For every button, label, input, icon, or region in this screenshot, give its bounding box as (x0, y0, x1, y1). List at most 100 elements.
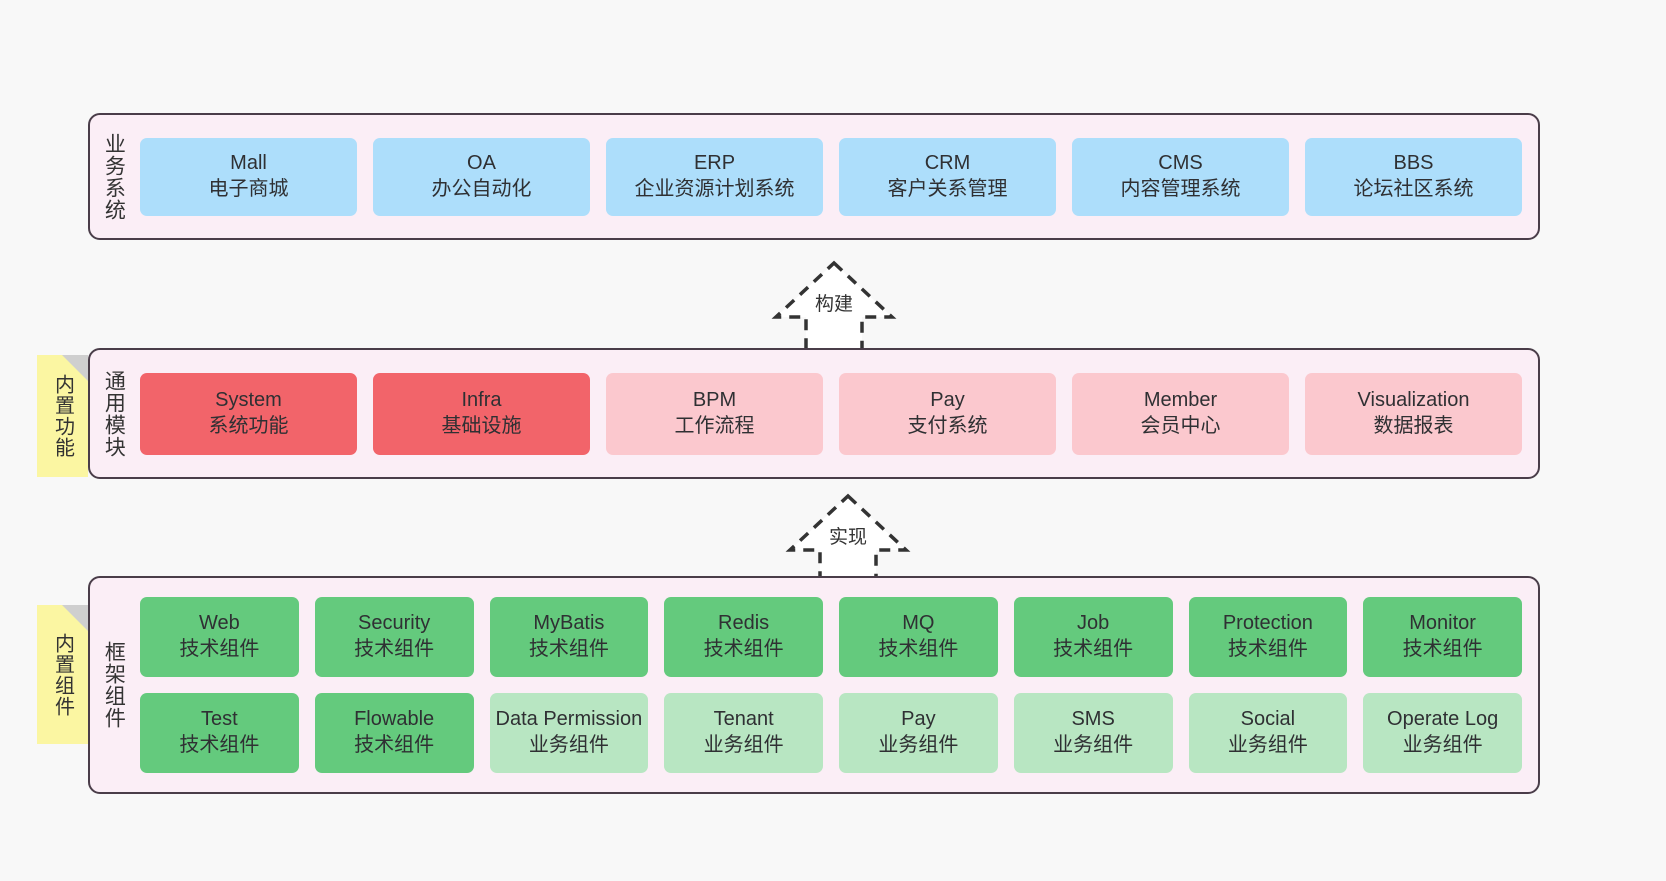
connector-build: 构建 (744, 255, 924, 357)
card-title-en: MyBatis (533, 612, 605, 635)
card-title-en: Test (201, 708, 238, 731)
card-title-cn: 客户关系管理 (887, 177, 1008, 200)
note-builtin-components-label: 内置组件 (51, 632, 74, 717)
card-title-cn: 业务组件 (1053, 734, 1134, 756)
card-title-en: CRM (924, 151, 971, 174)
card-title-cn: 会员中心 (1140, 414, 1221, 437)
card-title-cn: 业务组件 (1227, 734, 1308, 756)
card-title-en: System (215, 388, 282, 411)
card-framework-data-permission[interactable]: Data Permission 业务组件 (489, 693, 649, 773)
card-framework-security[interactable]: Security 技术组件 (314, 597, 474, 677)
card-title-en: ERP (693, 151, 736, 174)
card-title-en: Mall (230, 151, 267, 174)
card-framework-monitor[interactable]: Monitor 技术组件 (1363, 597, 1522, 677)
card-title-en: Tenant (713, 708, 774, 731)
card-framework-redis[interactable]: Redis 技术组件 (664, 597, 823, 677)
card-title-cn: 技术组件 (179, 734, 260, 756)
card-title-cn: 内容管理系统 (1120, 177, 1241, 200)
card-framework-job[interactable]: Job 技术组件 (1013, 597, 1173, 677)
card-title-cn: 技术组件 (354, 638, 435, 660)
card-title-cn: 业务组件 (703, 734, 784, 756)
card-title-en: SMS (1071, 708, 1115, 731)
card-title-cn: 技术组件 (1053, 638, 1134, 660)
card-title-cn: 系统功能 (208, 414, 289, 437)
card-title-en: CMS (1158, 151, 1203, 174)
card-title-en: Pay (901, 708, 936, 731)
card-framework-operate-log[interactable]: Operate Log 业务组件 (1363, 693, 1522, 773)
card-title-cn: 电子商城 (208, 177, 289, 200)
card-title-cn: 办公自动化 (431, 177, 532, 200)
card-business-cms[interactable]: CMS 内容管理系统 (1072, 137, 1289, 216)
card-framework-pay[interactable]: Pay 业务组件 (839, 693, 998, 773)
card-business-oa[interactable]: OA 办公自动化 (373, 137, 590, 216)
card-title-cn: 业务组件 (528, 734, 609, 756)
card-title-en: Pay (930, 388, 965, 411)
card-framework-sms[interactable]: SMS 业务组件 (1013, 693, 1173, 773)
card-title-en: BBS (1393, 151, 1434, 174)
business-card-row: Mall 电子商城 OA 办公自动化 ERP 企业资源计划系统 CRM 客户关系管理 CMS 内容… (140, 137, 1522, 216)
card-module-system[interactable]: System 系统功能 (140, 372, 357, 455)
card-business-bbs[interactable]: BBS 论坛社区系统 (1305, 137, 1522, 216)
layer-frame-label: 框架组件 (102, 641, 126, 729)
card-title-cn: 业务组件 (1402, 734, 1483, 756)
connector-build-label: 构建 (814, 294, 853, 315)
card-title-en: Protection (1222, 612, 1313, 635)
card-framework-tenant[interactable]: Tenant 业务组件 (664, 693, 823, 773)
card-framework-web[interactable]: Web 技术组件 (140, 597, 299, 677)
card-framework-test[interactable]: Test 技术组件 (140, 693, 299, 773)
layer-modules-label: 通用模块 (102, 369, 126, 458)
note-builtin-functions: 内置功能 (37, 355, 88, 477)
card-framework-protection[interactable]: Protection 技术组件 (1188, 597, 1348, 677)
card-title-cn: 支付系统 (907, 414, 988, 437)
note-builtin-functions-label: 内置功能 (51, 374, 74, 458)
card-title-cn: 技术组件 (703, 638, 784, 660)
card-title-en: Infra (461, 388, 502, 411)
card-title-cn: 业务组件 (878, 734, 959, 756)
card-module-bpm[interactable]: BPM 工作流程 (606, 372, 823, 455)
note-builtin-components: 内置组件 (37, 605, 88, 744)
layer-business-systems: 业务系统 Mall 电子商城 OA 办公自动化 ERP 企业资源计划系统 CRM 客户关系管理… (88, 113, 1540, 240)
card-title-cn: 技术组件 (528, 638, 609, 660)
card-title-cn: 技术组件 (179, 638, 260, 660)
note-fold-icon (62, 605, 88, 631)
connector-implement-label: 实现 (828, 527, 867, 548)
card-title-en: Data Permission (495, 708, 643, 731)
card-framework-mybatis[interactable]: MyBatis 技术组件 (489, 597, 649, 677)
card-title-en: Security (358, 612, 431, 635)
card-title-cn: 技术组件 (1402, 638, 1483, 660)
card-title-en: Operate Log (1387, 708, 1499, 731)
card-title-cn: 数据报表 (1373, 414, 1454, 437)
card-title-en: Monitor (1409, 612, 1476, 635)
card-title-cn: 技术组件 (1227, 638, 1308, 660)
layer-business-label: 业务系统 (102, 132, 126, 221)
card-title-en: Flowable (354, 708, 435, 731)
note-fold-icon (62, 355, 88, 381)
card-title-en: Job (1077, 612, 1110, 635)
card-business-erp[interactable]: ERP 企业资源计划系统 (606, 137, 823, 216)
card-framework-mq[interactable]: MQ 技术组件 (839, 597, 998, 677)
card-title-en: Visualization (1357, 388, 1470, 411)
card-title-cn: 论坛社区系统 (1353, 177, 1474, 200)
card-title-en: MQ (902, 612, 935, 635)
card-module-pay[interactable]: Pay 支付系统 (839, 372, 1056, 455)
card-business-crm[interactable]: CRM 客户关系管理 (839, 137, 1056, 216)
card-title-cn: 技术组件 (878, 638, 959, 660)
card-title-cn: 工作流程 (674, 414, 755, 437)
card-title-en: Redis (718, 612, 770, 635)
card-title-en: OA (467, 151, 496, 174)
card-business-mall[interactable]: Mall 电子商城 (140, 137, 357, 216)
card-title-en: Web (198, 612, 240, 635)
card-title-cn: 企业资源计划系统 (634, 177, 795, 200)
card-module-visualization[interactable]: Visualization 数据报表 (1305, 372, 1522, 455)
connector-implement: 实现 (758, 488, 938, 590)
card-title-en: BPM (692, 388, 737, 411)
layer-business-body: Mall 电子商城 OA 办公自动化 ERP 企业资源计划系统 CRM 客户关系管理 CMS 内容… (136, 115, 1538, 238)
